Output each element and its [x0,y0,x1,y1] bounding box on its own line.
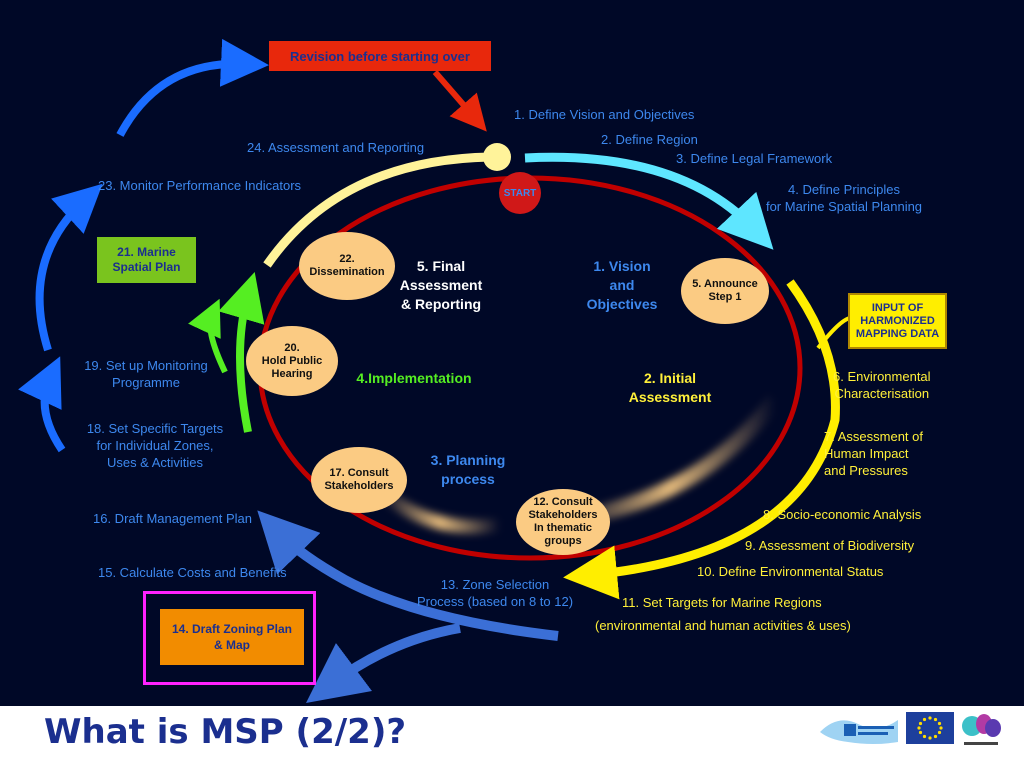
revision-box: Revision before starting over [269,41,491,71]
step-1: 1. Define Vision and Objectives [514,107,695,122]
input-mapping-data-box: INPUT OF HARMONIZED MAPPING DATA [848,293,947,349]
cyan-arrow [524,152,774,250]
step-7: 7. Assessment of Human Impact and Pressu… [824,429,923,478]
step-24: 24. Assessment and Reporting [247,140,425,155]
step-2: 2. Define Region [601,132,698,147]
step-11-title: 11. Set Targets for Marine Regions [622,595,822,610]
yellow-arrow [563,279,840,600]
phase-vision: 1. Vision and Objectives [586,258,658,312]
balance-logo [962,714,1001,745]
msp-cycle-slide: Revision before starting over START INPU… [0,0,1024,706]
draft-zoning-box: 14. Draft Zoning Plan & Map [160,609,304,665]
phase-planning: 3. Planning process [430,452,506,487]
bubble-announce: 5. Announce Step 1 [681,258,769,324]
step-19: 19. Set up Monitoring Programme [84,358,208,390]
step-4: 4. Define Principles for Marine Spatial … [765,182,923,214]
footer: What is MSP (2/2)? [0,706,1024,768]
revision-arrow [432,70,487,132]
outer-arrow-bottom-left [18,356,66,453]
step-6: 6. Environmental Characterisation [833,369,931,401]
step-8: 8. Socio-economic Analysis [763,507,922,522]
step-13: 13. Zone Selection Process (based on 8 t… [416,577,574,609]
planning-arrow-upper [257,510,559,641]
marine-spatial-plan-box: 21. Marine Spatial Plan [97,237,196,283]
cream-arrow [263,152,491,268]
step-16: 16. Draft Management Plan [93,511,252,526]
baltic-sea-region-logo [820,720,898,744]
phase-final-assessment: 5. Final Assessment & Reporting [399,258,483,312]
step-10: 10. Define Environmental Status [697,564,884,579]
draft-zoning-frame [143,591,316,685]
planning-arrow-lower [305,623,461,703]
green-arrow-right [218,271,265,433]
phase-initial-assessment: 2. Initial Assessment [628,370,712,405]
bubble-dissemination: 22. Dissemination [299,232,395,300]
slide-title: What is MSP (2/2)? [44,712,407,752]
outer-arrow-top [116,38,269,137]
outer-arrow-left [35,183,103,352]
step-9: 9. Assessment of Biodiversity [745,538,915,553]
bubble-consult-stakeholders: 17. Consult Stakeholders [311,447,407,513]
step-15: 15. Calculate Costs and Benefits [98,565,287,580]
step-3: 3. Define Legal Framework [676,151,833,166]
bubble-public-hearing: 20. Hold Public Hearing [246,326,338,396]
eu-flag-logo [906,712,954,744]
start-label: START [503,187,537,199]
green-arrow-left [188,298,228,374]
step-23: 23. Monitor Performance Indicators [98,178,302,193]
step-18: 18. Set Specific Targets for Individual … [86,421,224,470]
start-node [499,172,541,214]
start-node-top [483,143,511,171]
bubble-consult-thematic: 12. Consult Stakeholders In thematic gro… [516,489,610,555]
phase-implementation: 4.Implementation [356,370,472,386]
step-11-detail: (environmental and human activities & us… [595,618,851,633]
